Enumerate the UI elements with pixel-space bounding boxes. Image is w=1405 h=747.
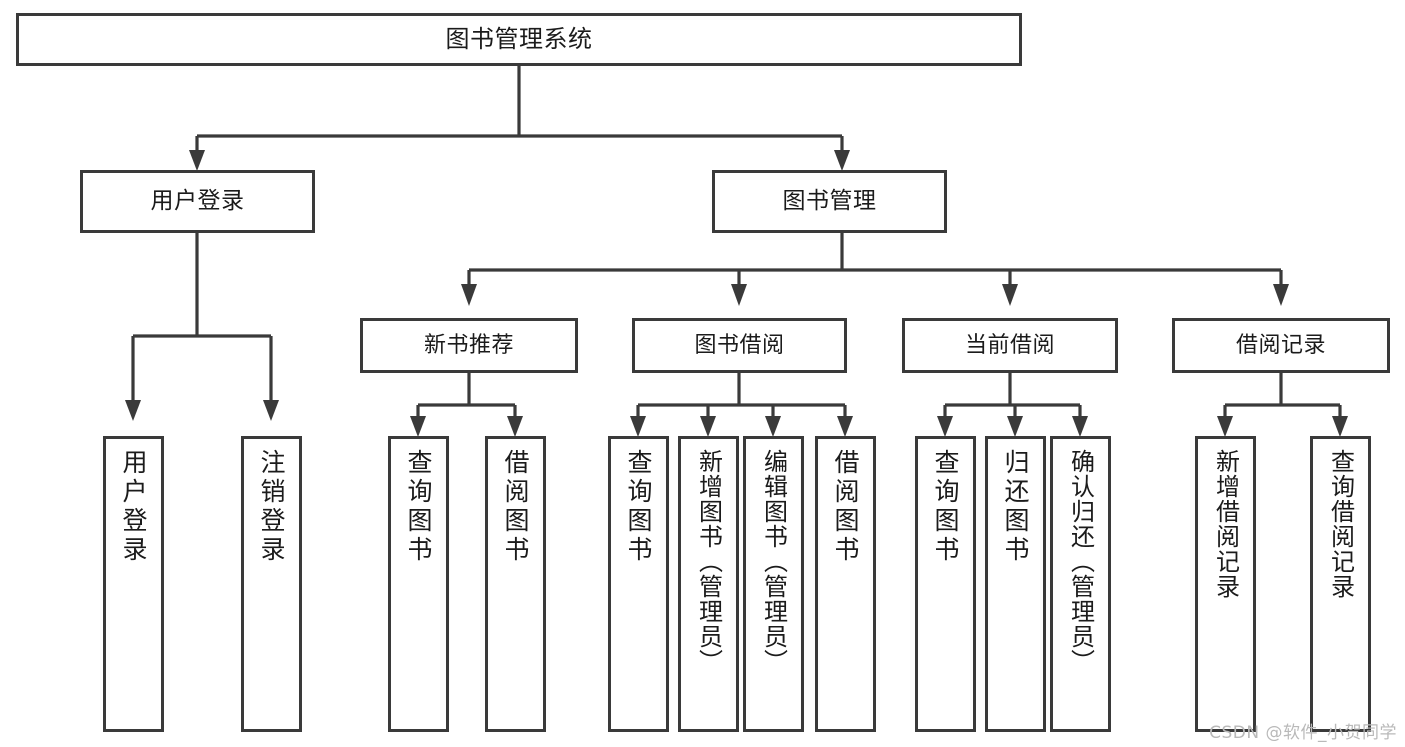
edge-group-borrow-record — [1223, 373, 1342, 420]
leaf-borrow-record-query-record[interactable]: 查询借阅记录 — [1310, 436, 1371, 732]
node-label: 查询借阅记录 — [1326, 449, 1355, 599]
node-label: 借阅图书 — [501, 449, 530, 565]
node-label: 查询图书 — [404, 449, 433, 565]
arrowheads-level3 — [461, 284, 1289, 306]
leaf-new-book-borrow-book[interactable]: 借阅图书 — [485, 436, 546, 732]
node-label: 新增借阅记录 — [1211, 449, 1240, 599]
node-label: 查询图书 — [624, 449, 653, 565]
node-label: 新增图书（管理员） — [694, 449, 723, 674]
node-label: 当前借阅 — [964, 332, 1055, 358]
edge-group-book-manage — [467, 233, 1283, 288]
node-user-login[interactable]: 用户登录 — [80, 170, 315, 233]
node-label: 归还图书 — [1001, 449, 1030, 565]
leaf-book-borrow-add-book-admin[interactable]: 新增图书（管理员） — [678, 436, 739, 732]
leaf-current-borrow-confirm-return-admin[interactable]: 确认归还（管理员） — [1050, 436, 1111, 732]
node-label: 用户登录 — [150, 187, 245, 214]
node-label: 用户登录 — [119, 449, 148, 565]
leaf-user-login-login[interactable]: 用户登录 — [103, 436, 164, 732]
arrowheads-level2 — [189, 150, 850, 171]
node-book-borrow[interactable]: 图书借阅 — [632, 318, 847, 373]
node-label: 图书借阅 — [694, 332, 785, 358]
node-label: 借阅图书 — [831, 449, 860, 565]
node-new-book-recommend[interactable]: 新书推荐 — [360, 318, 578, 373]
leaf-current-borrow-return-book[interactable]: 归还图书 — [985, 436, 1046, 732]
node-label: 借阅记录 — [1235, 332, 1326, 358]
edge-group-current-borrow — [943, 373, 1082, 420]
node-book-management[interactable]: 图书管理 — [712, 170, 947, 233]
arrowheads-user-login-leaves — [125, 400, 279, 421]
leaf-book-borrow-query-book[interactable]: 查询图书 — [608, 436, 669, 732]
edge-group-new-book — [416, 373, 517, 420]
edge-group-book-borrow — [636, 373, 847, 420]
edge-group-root — [195, 66, 844, 154]
node-label: 新书推荐 — [423, 332, 514, 358]
edge-group-user-login — [131, 233, 273, 404]
node-root-book-management-system[interactable]: 图书管理系统 — [16, 13, 1022, 66]
node-label: 图书管理 — [782, 187, 877, 214]
leaf-current-borrow-query-book[interactable]: 查询图书 — [915, 436, 976, 732]
node-borrow-record[interactable]: 借阅记录 — [1172, 318, 1390, 373]
arrowheads-book-borrow-leaves — [630, 416, 853, 437]
arrowheads-borrow-record-leaves — [1217, 416, 1348, 437]
node-label: 确认归还（管理员） — [1066, 449, 1095, 674]
node-label: 查询图书 — [931, 449, 960, 565]
leaf-user-login-logout[interactable]: 注销登录 — [241, 436, 302, 732]
leaf-book-borrow-borrow-book[interactable]: 借阅图书 — [815, 436, 876, 732]
arrowheads-new-book-leaves — [410, 416, 523, 437]
leaf-book-borrow-edit-book-admin[interactable]: 编辑图书（管理员） — [743, 436, 804, 732]
leaf-new-book-query-book[interactable]: 查询图书 — [388, 436, 449, 732]
arrowheads-current-borrow-leaves — [937, 416, 1088, 437]
node-label: 编辑图书（管理员） — [759, 449, 788, 674]
leaf-borrow-record-add-record[interactable]: 新增借阅记录 — [1195, 436, 1256, 732]
node-current-borrow[interactable]: 当前借阅 — [902, 318, 1118, 373]
node-label: 图书管理系统 — [445, 25, 593, 54]
node-label: 注销登录 — [257, 449, 286, 565]
